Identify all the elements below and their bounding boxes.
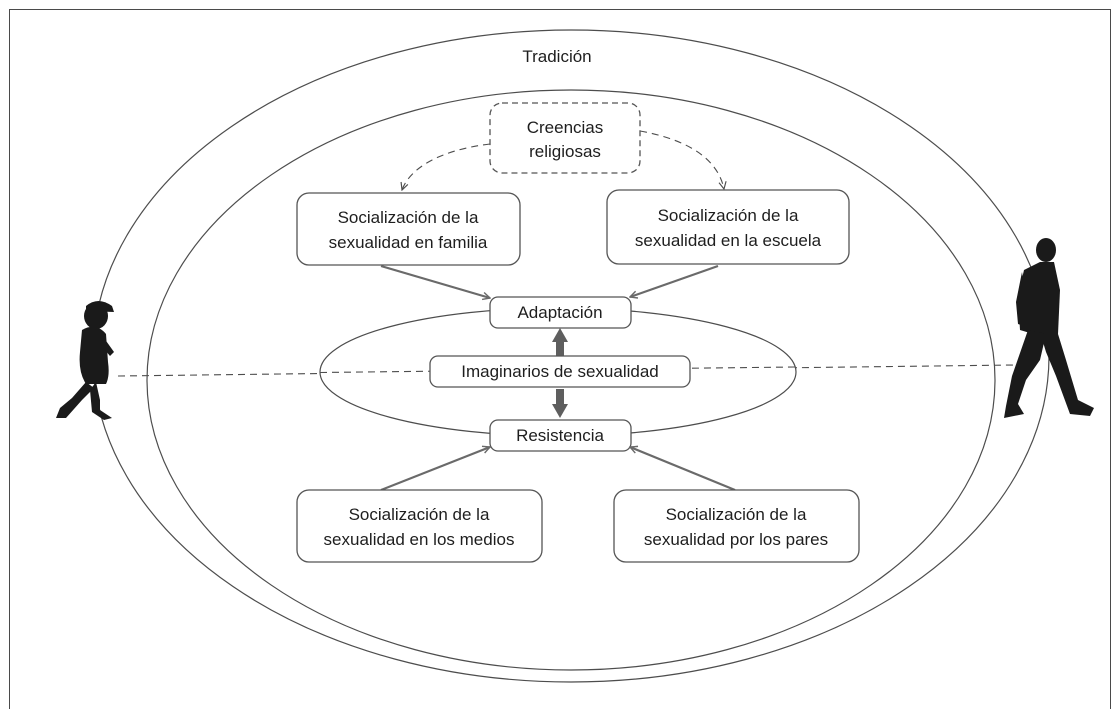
imaginaries-box: Imaginarios de sexualidad xyxy=(429,355,691,388)
media-line1: Socialización de la xyxy=(349,505,490,524)
peers-to-resistance-arrow xyxy=(630,447,736,492)
figure-frame xyxy=(9,9,1111,709)
beliefs-to-family-arrow xyxy=(402,143,491,190)
family-to-adaptation-arrow xyxy=(380,264,490,298)
down-arrow-to-resistance xyxy=(552,389,568,418)
adaptation-label: Adaptación xyxy=(517,303,602,322)
school-to-adaptation-arrow xyxy=(630,264,719,297)
family-line2: sexualidad en familia xyxy=(329,233,488,252)
media-socialization-box: Socialización de la sexualidad en los me… xyxy=(296,489,543,563)
family-line1: Socialización de la xyxy=(338,208,479,227)
peers-line2: sexualidad por los pares xyxy=(644,530,828,549)
media-to-resistance-arrow xyxy=(380,447,490,492)
peers-socialization-box: Socialización de la sexualidad por los p… xyxy=(613,489,860,563)
beliefs-line1: Creencias xyxy=(527,118,604,137)
peers-line1: Socialización de la xyxy=(666,505,807,524)
beliefs-box: Creencias religiosas xyxy=(489,102,641,174)
up-arrow-to-adaptation xyxy=(552,328,568,356)
adaptation-box: Adaptación xyxy=(489,296,632,329)
beliefs-to-school-arrow xyxy=(639,130,724,189)
beliefs-line2: religiosas xyxy=(529,142,601,161)
family-socialization-box: Socialización de la sexualidad en famili… xyxy=(296,192,521,266)
imaginaries-label: Imaginarios de sexualidad xyxy=(461,362,659,381)
school-line2: sexualidad en la escuela xyxy=(635,231,822,250)
media-line2: sexualidad en los medios xyxy=(324,530,515,549)
tradition-inner-ellipse xyxy=(146,89,996,671)
school-socialization-box: Socialización de la sexualidad en la esc… xyxy=(606,189,850,265)
resistance-box: Resistencia xyxy=(489,419,632,452)
resistance-label: Resistencia xyxy=(516,426,604,445)
school-line1: Socialización de la xyxy=(658,206,799,225)
adult-silhouette-icon xyxy=(1004,238,1094,418)
child-silhouette-icon xyxy=(56,301,114,420)
tradition-label: Tradición xyxy=(522,47,591,66)
center-dashed-line xyxy=(319,366,797,374)
